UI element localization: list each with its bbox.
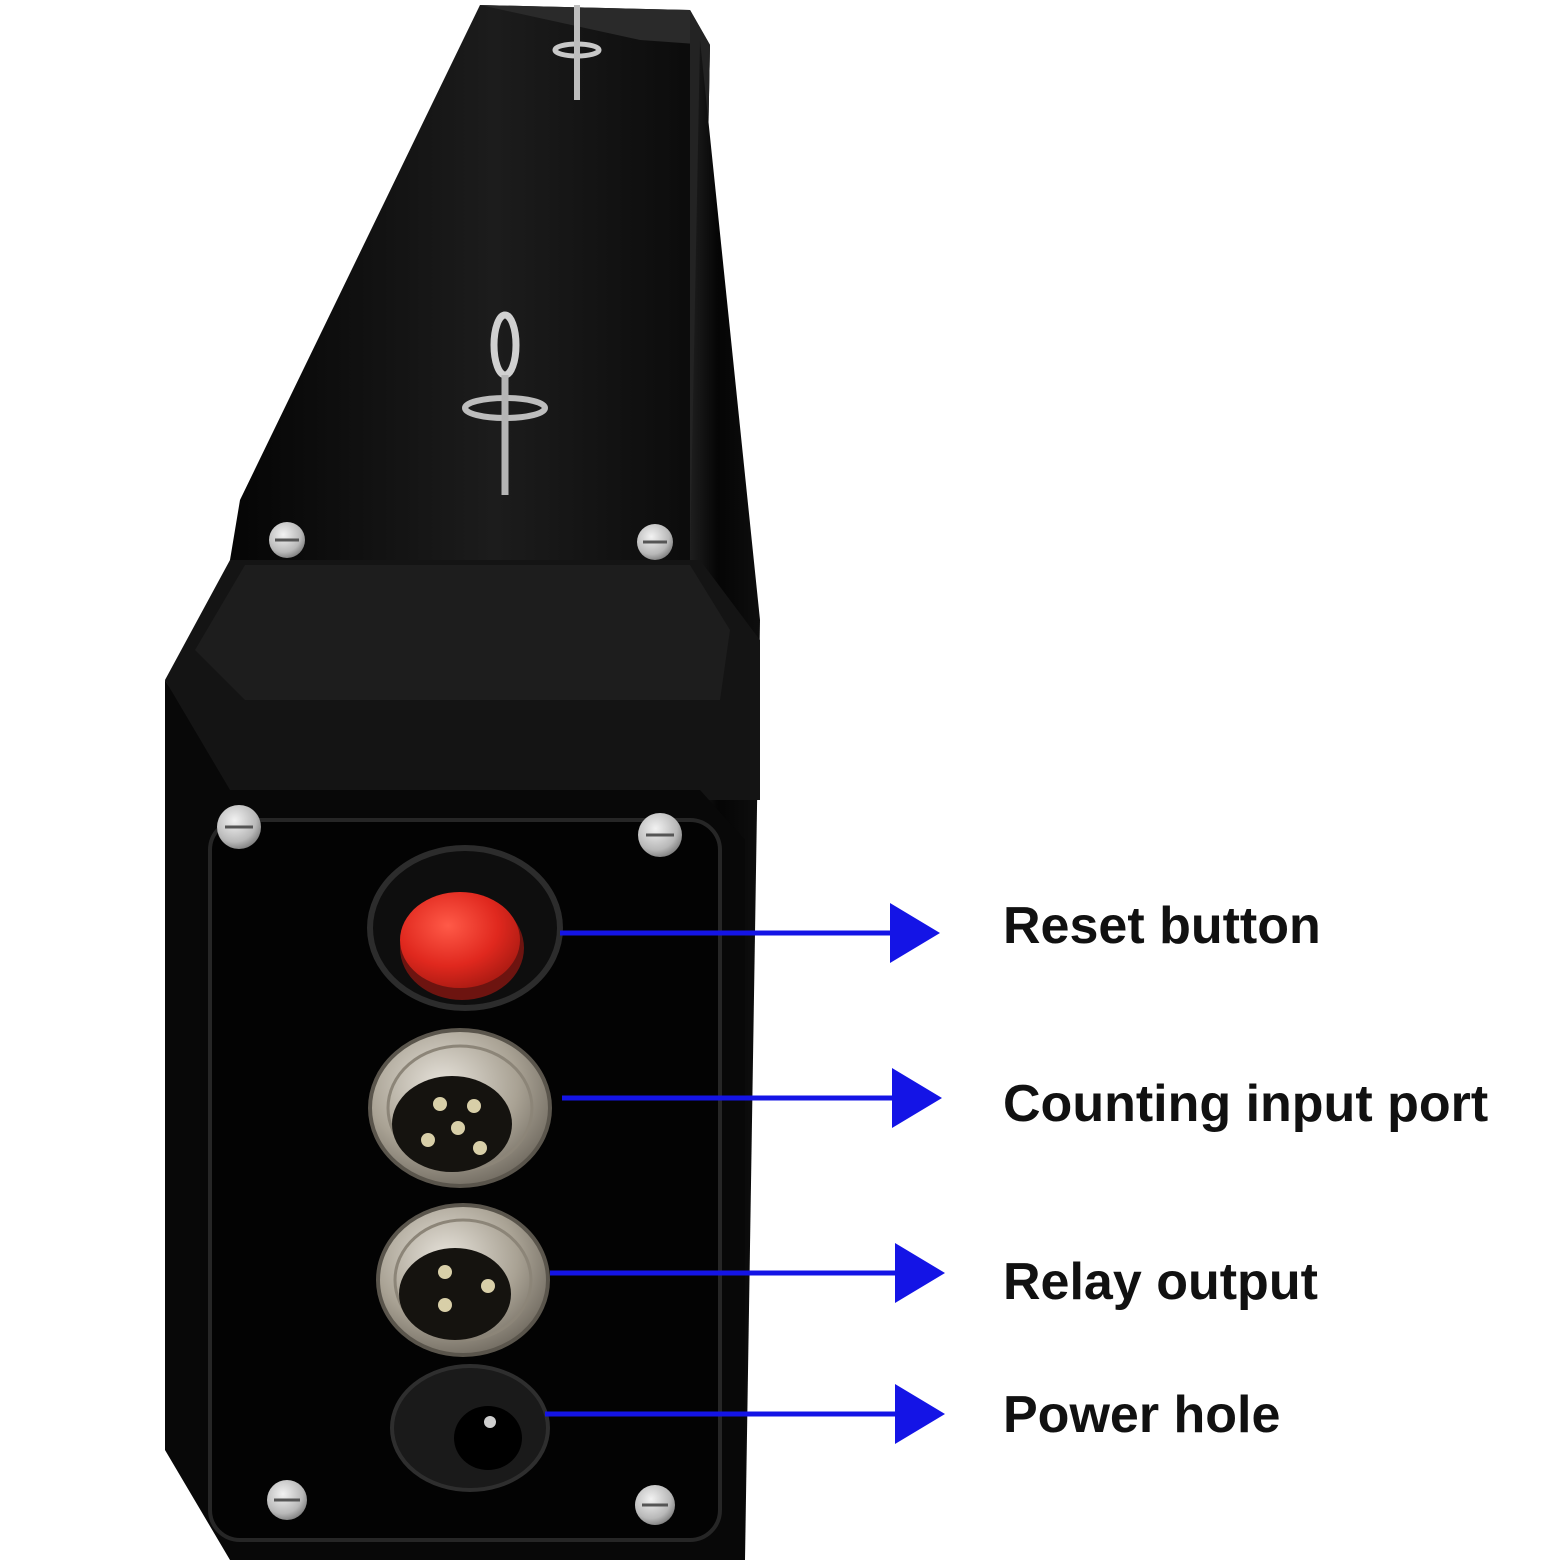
screw-icon (638, 813, 682, 857)
callout-label-power-hole: Power hole (1003, 1386, 1281, 1444)
relay-output-connector (376, 1203, 550, 1357)
eye-bolt-icon (552, 5, 602, 100)
screw-icon (637, 524, 673, 560)
reset-button (367, 845, 563, 1011)
screw-icon (267, 1480, 307, 1520)
housing-top (230, 5, 710, 560)
callout-label-relay-output: Relay output (1003, 1253, 1318, 1311)
power-hole (390, 1364, 550, 1492)
callout-arrow (545, 1384, 945, 1444)
housing-shoulder (165, 560, 760, 800)
callout-arrow (560, 903, 940, 963)
screw-icon (217, 805, 261, 849)
screw-icon (269, 522, 305, 558)
callout-arrow (562, 1068, 942, 1128)
eye-bolt-icon (462, 311, 548, 495)
callout-label-counting-input-port: Counting input port (1003, 1075, 1489, 1133)
callout-arrow (550, 1243, 945, 1303)
screw-icon (635, 1485, 675, 1525)
callout-label-reset-button: Reset button (1003, 897, 1321, 955)
counting-input-port (368, 1028, 552, 1188)
